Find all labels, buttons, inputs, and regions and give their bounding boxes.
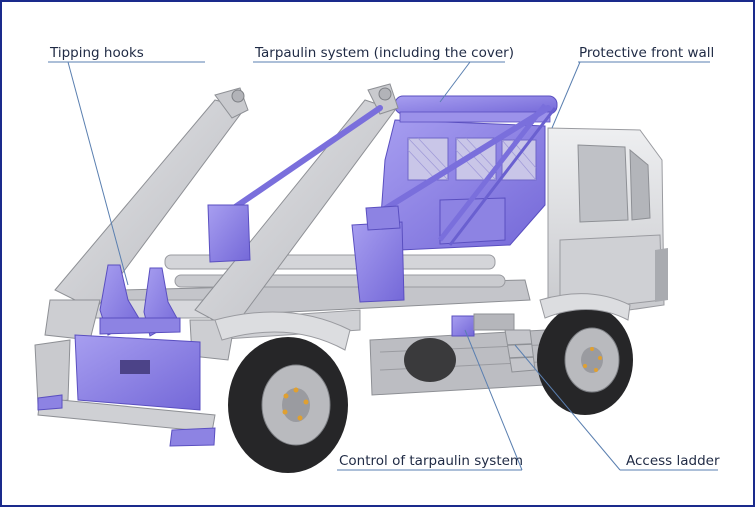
leader-tarpaulin xyxy=(439,61,471,103)
label-tarpaulin-system: Tarpaulin system (including the cover) xyxy=(254,45,514,61)
truck-cab xyxy=(547,127,668,321)
tarpaulin-arms xyxy=(207,105,551,303)
label-access-ladder: Access ladder xyxy=(626,453,720,469)
rear-panel xyxy=(34,334,216,447)
left-lift-arm xyxy=(44,87,249,341)
inner-wheel xyxy=(404,338,456,382)
leader-control xyxy=(464,329,523,471)
label-protective-front-wall: Protective front wall xyxy=(579,45,714,61)
label-control-tarpaulin: Control of tarpaulin system xyxy=(339,453,523,469)
leader-lines xyxy=(48,61,718,471)
front-wheel xyxy=(537,293,633,415)
rear-wheel xyxy=(214,311,351,473)
label-tipping-hooks: Tipping hooks xyxy=(49,45,144,61)
leader-access-ladder xyxy=(514,344,621,471)
leader-front-wall xyxy=(551,61,581,129)
tipping-hooks xyxy=(99,264,181,337)
tarpaulin-control-box xyxy=(451,313,515,337)
leader-tipping-hooks xyxy=(67,61,129,286)
tarpaulin-roller xyxy=(394,95,558,246)
